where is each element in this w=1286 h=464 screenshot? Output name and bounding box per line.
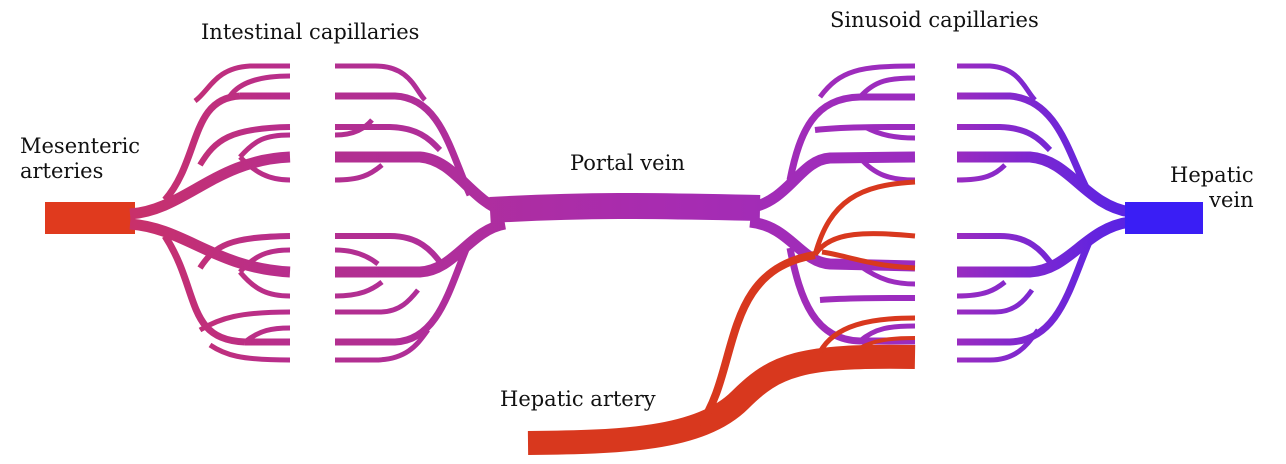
hepatic-artery-label: Hepatic artery xyxy=(500,387,656,412)
portal-vein-label: Portal vein xyxy=(570,151,685,176)
sinusoid-capillaries-label: Sinusoid capillaries xyxy=(830,8,1039,33)
hepatic-vein-label-line1: Hepatic xyxy=(1170,163,1254,188)
portal-system xyxy=(335,66,915,360)
hepatic-vein-label: Hepatic vein xyxy=(1170,163,1254,213)
mesenteric-label-line1: Mesenteric xyxy=(20,134,140,159)
intestinal-capillaries-label: Intestinal capillaries xyxy=(201,20,419,45)
mesenteric-label-line2: arteries xyxy=(20,159,140,184)
mesenteric-arteries-trunk xyxy=(45,202,135,234)
mesenteric-branches xyxy=(45,66,290,360)
hepatic-vein-label-line2: vein xyxy=(1170,188,1254,213)
portal-vein-trunk xyxy=(490,206,760,210)
hepatic-vein-branches xyxy=(957,66,1203,360)
mesenteric-arteries-label: Mesenteric arteries xyxy=(20,134,140,184)
